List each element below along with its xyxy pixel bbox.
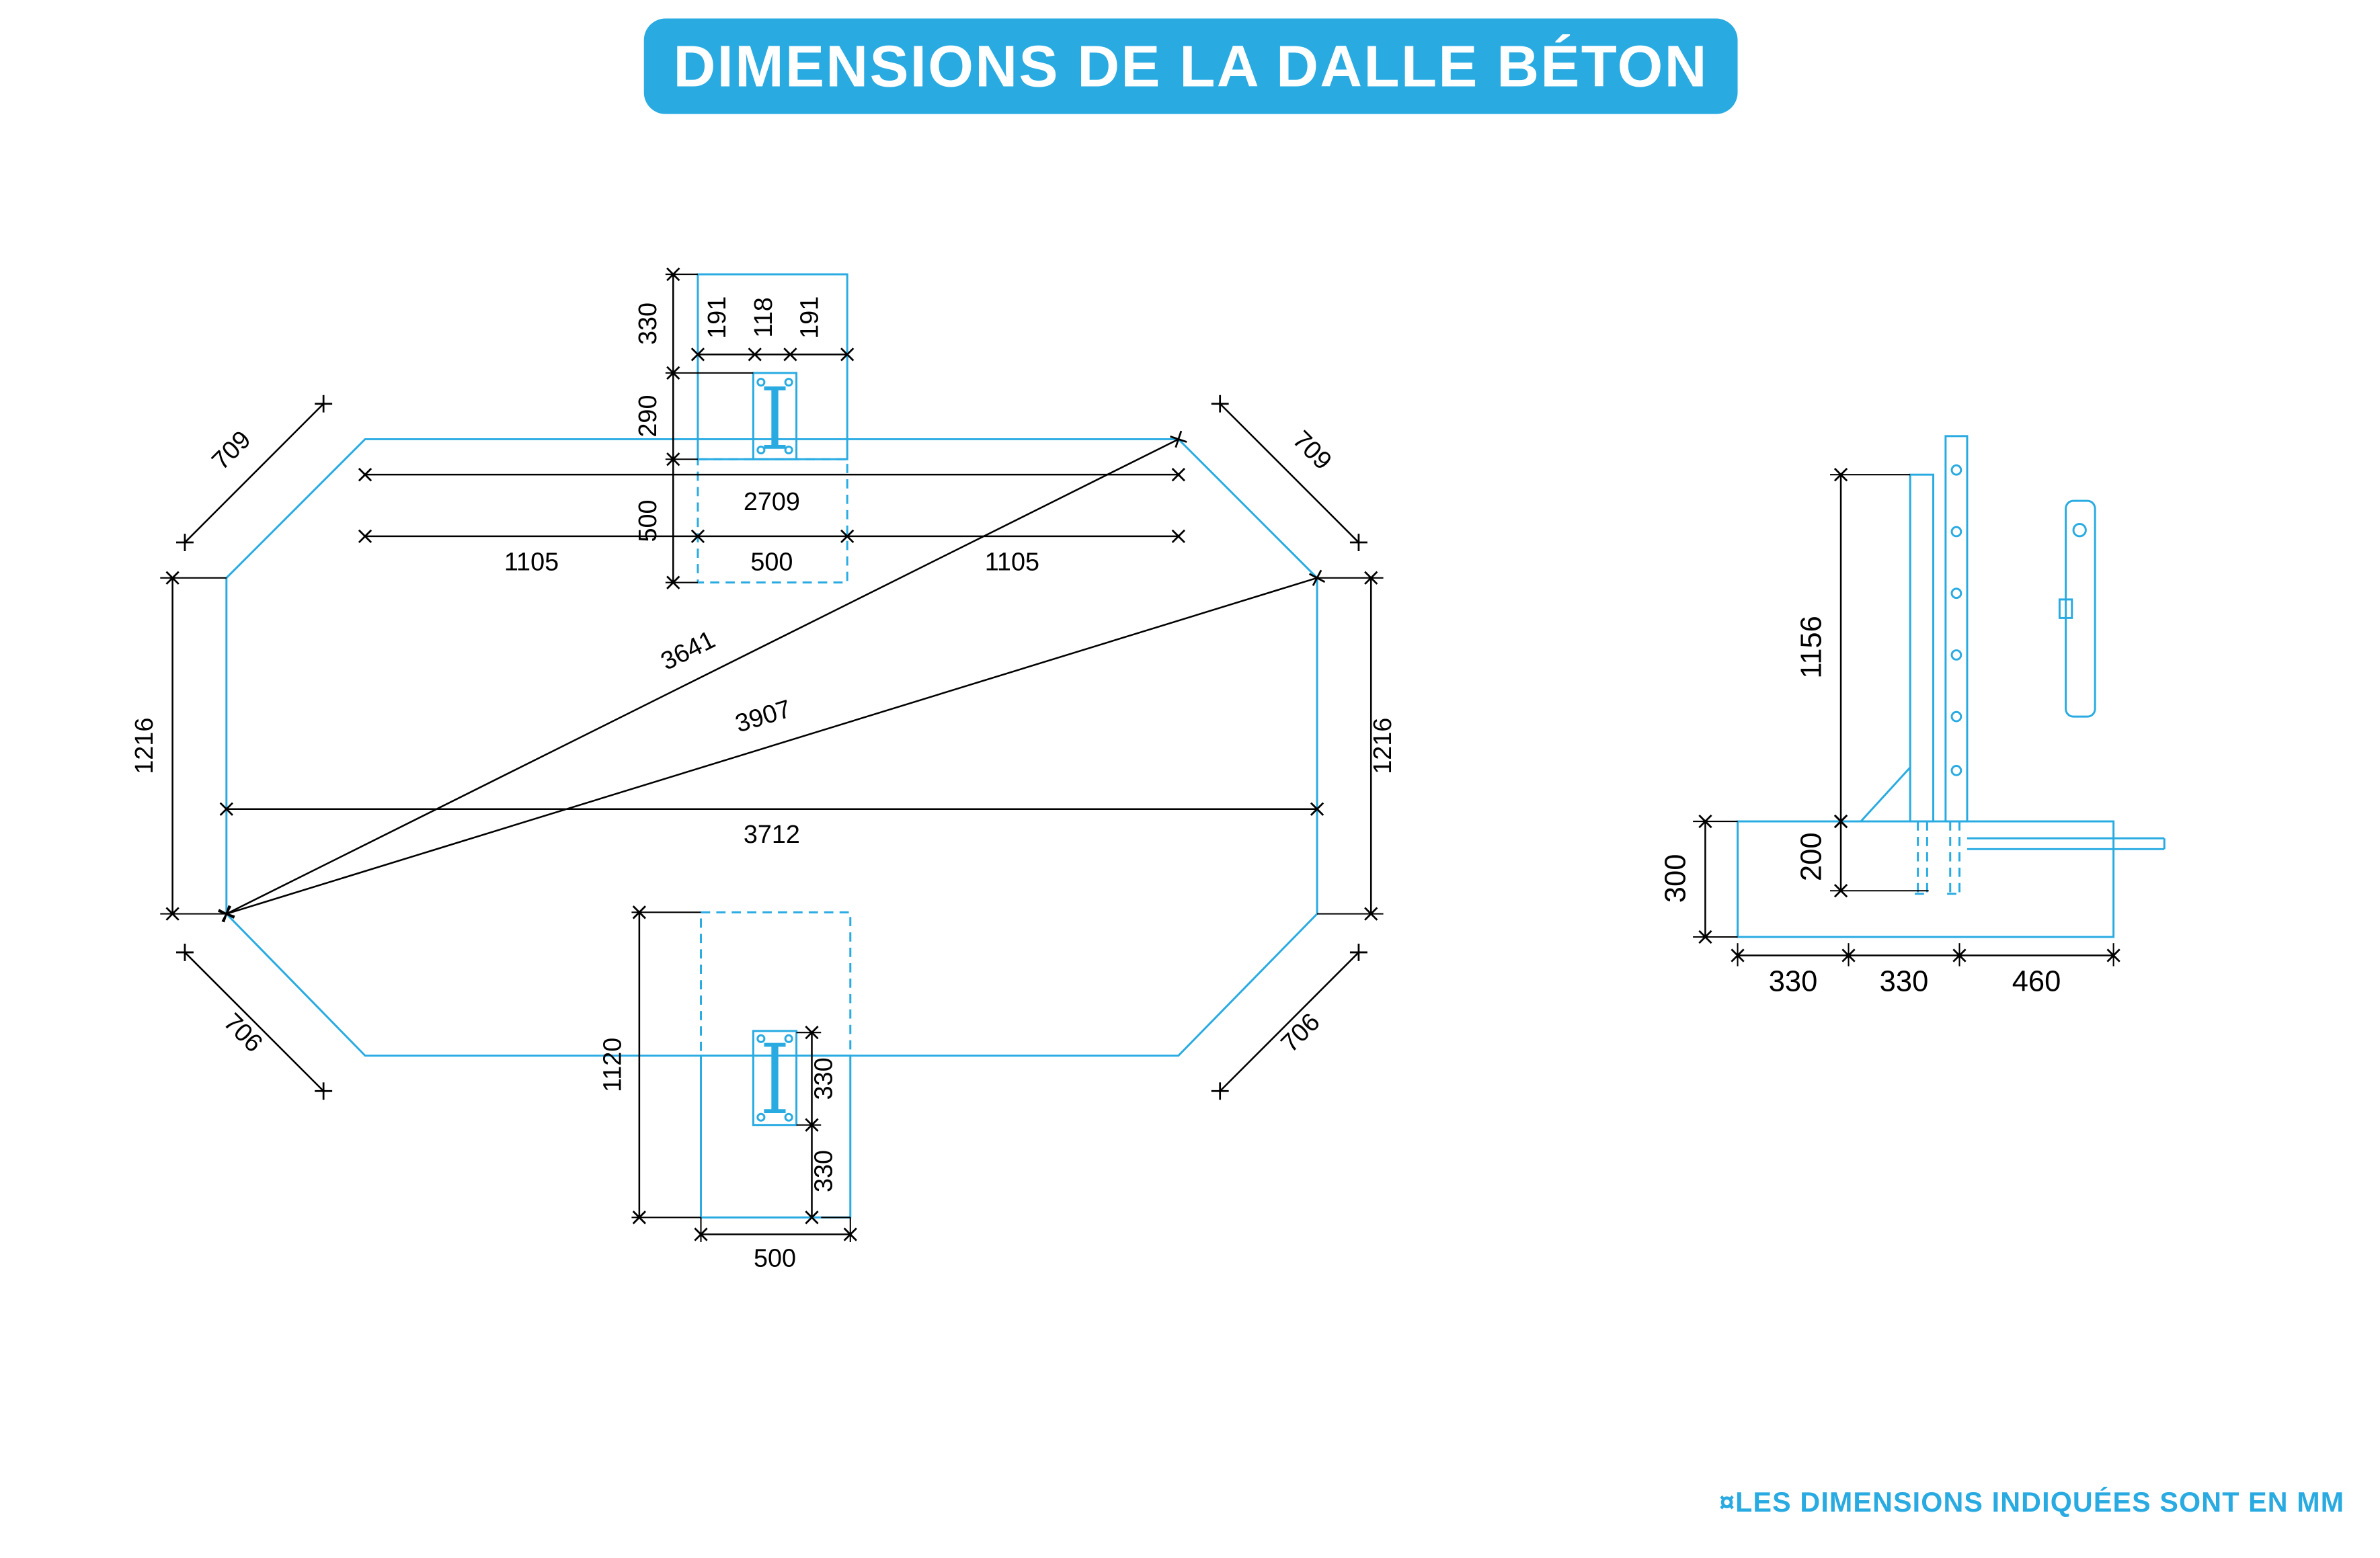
post-screw-holes [1950,464,1962,776]
dim-label: 709 [206,425,256,475]
dim-label: 500 [754,1245,796,1273]
anchor-bolts [1915,821,1963,895]
interior-tick [1841,948,1856,962]
post-front [1909,473,1935,823]
dim-label: 191 [796,296,824,339]
cover-profile-hole-icon [2072,523,2087,538]
dim-label: 191 [703,296,731,339]
dim-label: 200 [1795,832,1827,881]
dim-label: 2709 [744,488,800,516]
dim-label: 1105 [985,548,1039,576]
dim-top-detail-width: 191 118 191 [690,296,855,362]
post-gusset [1860,766,1911,823]
bolt-hole-icon [756,1034,766,1043]
dim-label: 3907 [732,695,795,739]
bottom-detail-dashed-recess [700,911,852,1057]
dim-label: 1120 [598,1038,627,1092]
bolt-hole-icon [756,1112,766,1122]
interior-tick [783,347,797,362]
extension-lines [1693,821,1738,938]
dim-label: 330 [1880,965,1929,997]
dim-slab-thickness: 300 [1660,814,1738,944]
title-banner-background [643,18,1738,114]
dim-label: 330 [634,302,662,345]
dim-bottom-detail-width: 500 [694,1217,857,1273]
screw-hole-icon [1950,765,1962,776]
section-view: 1156 200 300 [1660,435,2166,997]
dim-label: 3712 [744,821,800,849]
cover-profile [2058,499,2096,718]
dim-diagonal-3641: 3641 [218,430,1187,923]
cover-profile-tab [2058,598,2073,619]
bolt-hole-icon [756,445,766,455]
screw-hole-icon [1950,649,1962,661]
dim-side-left: 1216 [130,571,227,921]
dim-side-right: 1216 [1317,571,1397,921]
dim-label: 1216 [130,718,159,774]
dim-label: 706 [1275,1008,1325,1058]
bolt-hole-icon [784,1034,793,1043]
title-banner: DIMENSIONS DE LA DALLE BÉTON [643,18,1738,114]
dim-corner-bottom-right: 706 [1211,943,1367,1100]
bolt-hole-icon [784,445,793,455]
bolt-hole-icon [784,1112,793,1122]
section-geometry [1737,435,2166,938]
dim-bottom-detail-chain: 330 330 [796,1026,850,1225]
dim-label: 330 [809,1057,838,1100]
interior-tick [666,452,680,466]
post-rear [1944,435,1969,823]
dim-top-chain: 1105 500 1105 [358,529,1185,576]
cover-profile-body [2065,499,2096,718]
extension-lines [631,911,701,1219]
dim-corner-bottom-left: 706 [175,943,333,1100]
dim-corner-top-right: 709 [1211,395,1367,552]
screw-hole-icon [1950,464,1962,476]
dim-label: 1105 [504,548,559,576]
dim-label: 706 [218,1008,268,1058]
dim-label: 300 [1660,854,1692,903]
dim-diagonal-3907: 3907 [218,569,1326,922]
dim-label: 500 [634,499,662,542]
dim-label: 500 [750,548,793,576]
top-anchor-plate [752,372,798,460]
bolt-hole-icon [784,378,793,387]
screw-hole-icon [1950,526,1962,538]
bottom-anchor-plate [752,1030,798,1126]
dim-label: 460 [2012,965,2061,997]
dim-label: 1156 [1795,616,1827,679]
dim-label: 3641 [656,626,719,676]
dim-label: 709 [1287,425,1337,475]
slab-octagon-outline [225,438,1318,1057]
extension-lines [700,1217,851,1242]
bolt-hole-icon [756,378,766,387]
screw-hole-icon [1950,587,1962,600]
extension-lines [160,577,227,915]
dim-label: 290 [634,395,662,438]
interior-tick [805,1118,819,1132]
page-title: DIMENSIONS DE LA DALLE BÉTON [674,34,1708,99]
dim-base-widths: 330 330 460 [1731,943,2120,997]
dim-top-detail-vertical: 330 290 500 [634,267,754,589]
dim-label: 330 [1769,965,1818,997]
units-footnote: ¤LES DIMENSIONS INDIQUÉES SONT EN MM [1719,1487,2344,1518]
screw-hole-icon [1950,710,1962,723]
bottom-anchor-plate-outline [752,1030,798,1126]
dim-label: 1216 [1369,718,1397,774]
dim-corner-top-left: 709 [175,395,333,552]
interior-tick [666,366,680,380]
dim-label: 118 [750,297,778,337]
dim-label: 330 [809,1150,838,1192]
interior-tick [1952,948,1967,962]
plan-view: 709 709 706 706 1216 [130,267,1397,1273]
interior-tick [748,347,762,362]
dim-overall-width: 3712 [219,802,1324,849]
dim-post-height: 1156 [1795,468,1911,829]
dim-bottom-detail-total: 1120 [598,905,701,1225]
dim-top-edge: 2709 [358,468,1185,516]
dim-anchor-depth: 200 [1795,814,1929,898]
